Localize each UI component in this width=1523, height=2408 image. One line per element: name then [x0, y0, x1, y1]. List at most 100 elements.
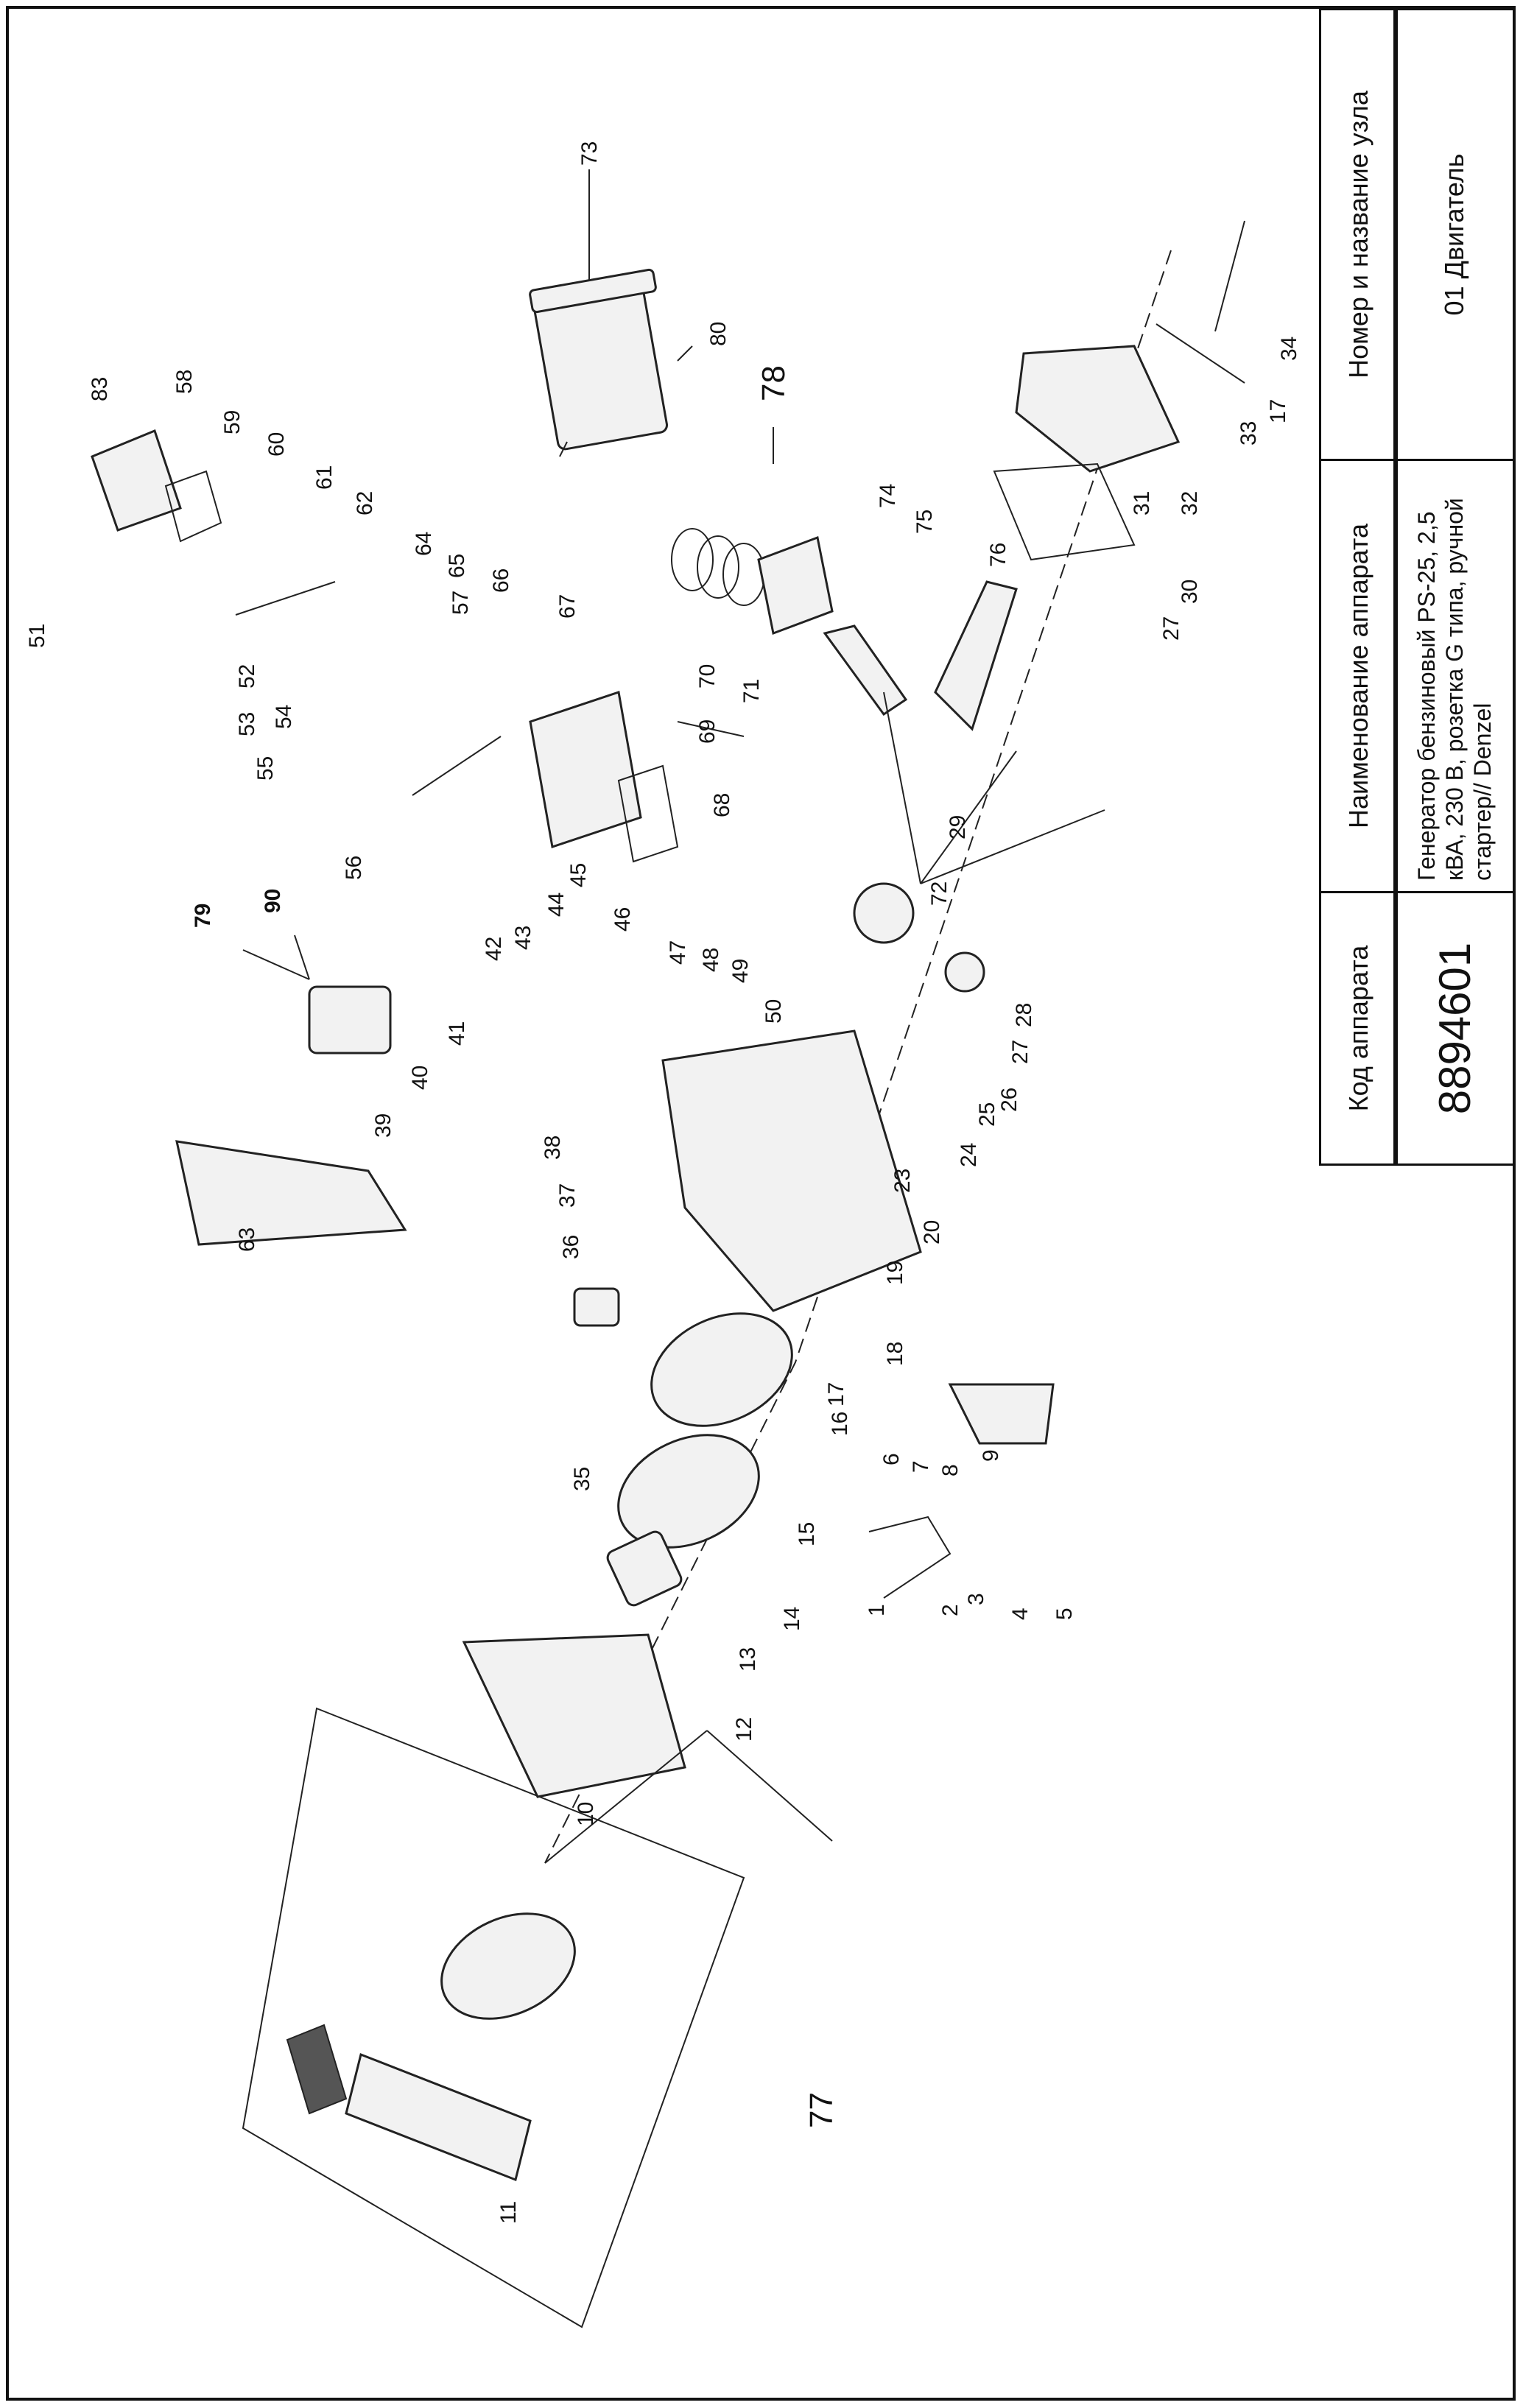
callout-48: 48 [699, 948, 723, 972]
callout-leaders [235, 169, 1245, 1864]
callout-24: 24 [957, 1143, 981, 1167]
callout-15: 15 [795, 1522, 819, 1546]
camshaft-gear [853, 882, 915, 944]
callout-14: 14 [780, 1607, 804, 1631]
callout-18: 18 [883, 1342, 907, 1366]
piston [757, 535, 834, 636]
callout-58: 58 [172, 370, 197, 394]
callout-13: 13 [736, 1647, 760, 1672]
valve-cover [91, 429, 182, 532]
callout-42: 42 [482, 937, 506, 961]
oil-sensor [573, 1287, 620, 1327]
callout-60: 60 [264, 432, 289, 457]
governor-gear [944, 951, 985, 993]
callout-59: 59 [220, 410, 245, 434]
callout-4: 4 [1008, 1608, 1033, 1620]
callout-41: 41 [445, 1021, 469, 1046]
air-filter [175, 1140, 407, 1246]
carburetor [308, 985, 392, 1055]
callout-43: 43 [511, 926, 535, 950]
callout-8: 8 [938, 1464, 963, 1476]
callout-40: 40 [408, 1066, 432, 1090]
throttle-lever [868, 1515, 952, 1599]
callout-36: 36 [559, 1235, 583, 1259]
callout-28: 28 [1012, 1003, 1036, 1027]
callout-23: 23 [890, 1169, 915, 1193]
callout-45: 45 [566, 863, 591, 887]
callout-64: 64 [412, 532, 436, 556]
callout-75: 75 [912, 510, 937, 534]
muffler [529, 268, 669, 457]
header-code: Код аппарата [1319, 891, 1398, 1166]
callout-63: 63 [235, 1228, 259, 1252]
drawing-frame [6, 6, 1516, 2401]
starter-pulley [440, 1912, 576, 2020]
flywheel [617, 1434, 760, 1549]
callout-76: 76 [986, 543, 1010, 567]
callout-25: 25 [975, 1102, 999, 1127]
callout-labels: 1 2 3 4 5 6 7 8 9 10 11 12 13 14 15 16 1… [25, 141, 1301, 2224]
callout-44: 44 [544, 893, 569, 917]
callout-46: 46 [611, 907, 635, 932]
callout-5: 5 [1052, 1608, 1077, 1620]
callout-65: 65 [445, 554, 469, 578]
callout-61: 61 [312, 465, 337, 490]
callout-69: 69 [695, 719, 720, 744]
callout-77: 77 [803, 2092, 840, 2128]
callout-47: 47 [666, 940, 690, 965]
callout-20: 20 [920, 1220, 944, 1245]
callout-3: 3 [964, 1593, 988, 1605]
callout-31: 31 [1130, 491, 1154, 515]
callout-49: 49 [728, 959, 753, 983]
callout-19: 19 [883, 1261, 907, 1285]
crankcase-cover [1015, 345, 1181, 473]
value-name: Генератор бензиновый PS-25, 2,5 кВА, 230… [1393, 459, 1516, 893]
callout-52: 52 [235, 664, 259, 689]
callout-1: 1 [865, 1604, 889, 1616]
callout-53: 53 [235, 712, 259, 736]
callout-54: 54 [272, 705, 296, 729]
callout-16: 16 [828, 1412, 852, 1436]
callout-70: 70 [695, 664, 720, 689]
callout-35: 35 [570, 1467, 594, 1491]
callout-57: 57 [449, 591, 473, 615]
callout-71: 71 [739, 679, 764, 703]
callout-90: 90 [261, 889, 285, 913]
starter-group-frame [242, 1707, 745, 2328]
crankshaft [934, 580, 1018, 731]
crankcase [661, 1029, 922, 1312]
callout-11: 11 [496, 2201, 521, 2224]
head-gasket [617, 764, 679, 863]
callout-37: 37 [555, 1183, 580, 1208]
callout-17-lower: 17 [824, 1382, 848, 1407]
header-name: Наименование аппарата [1319, 459, 1398, 893]
title-block: Код аппарата Наименование аппарата Номер… [1319, 6, 1516, 1166]
callout-9: 9 [979, 1449, 1003, 1462]
callout-55: 55 [253, 756, 278, 781]
callout-6: 6 [879, 1453, 904, 1465]
callout-83: 83 [88, 377, 112, 401]
callout-34: 34 [1277, 337, 1301, 361]
callout-72: 72 [927, 881, 952, 906]
callout-7: 7 [909, 1460, 933, 1473]
crankcase-gasket [993, 462, 1136, 561]
callout-27-lower: 27 [1008, 1040, 1033, 1064]
callout-79: 79 [191, 904, 215, 928]
connecting-rod [823, 624, 908, 717]
callout-80: 80 [706, 322, 731, 346]
callout-50: 50 [762, 999, 786, 1024]
value-code: 8894601 [1393, 891, 1516, 1166]
callout-68: 68 [710, 793, 734, 817]
callout-17-upper: 17 [1266, 399, 1290, 423]
cylinder-head [529, 691, 642, 848]
header-unit: Номер и название узла [1319, 8, 1398, 461]
callout-56: 56 [342, 856, 366, 880]
callout-67: 67 [555, 594, 580, 619]
callout-78: 78 [756, 365, 792, 401]
callout-30: 30 [1178, 580, 1202, 604]
callout-2: 2 [938, 1604, 963, 1616]
callout-12: 12 [732, 1717, 756, 1742]
callout-66: 66 [489, 568, 513, 593]
starter-housing [345, 2052, 532, 2182]
